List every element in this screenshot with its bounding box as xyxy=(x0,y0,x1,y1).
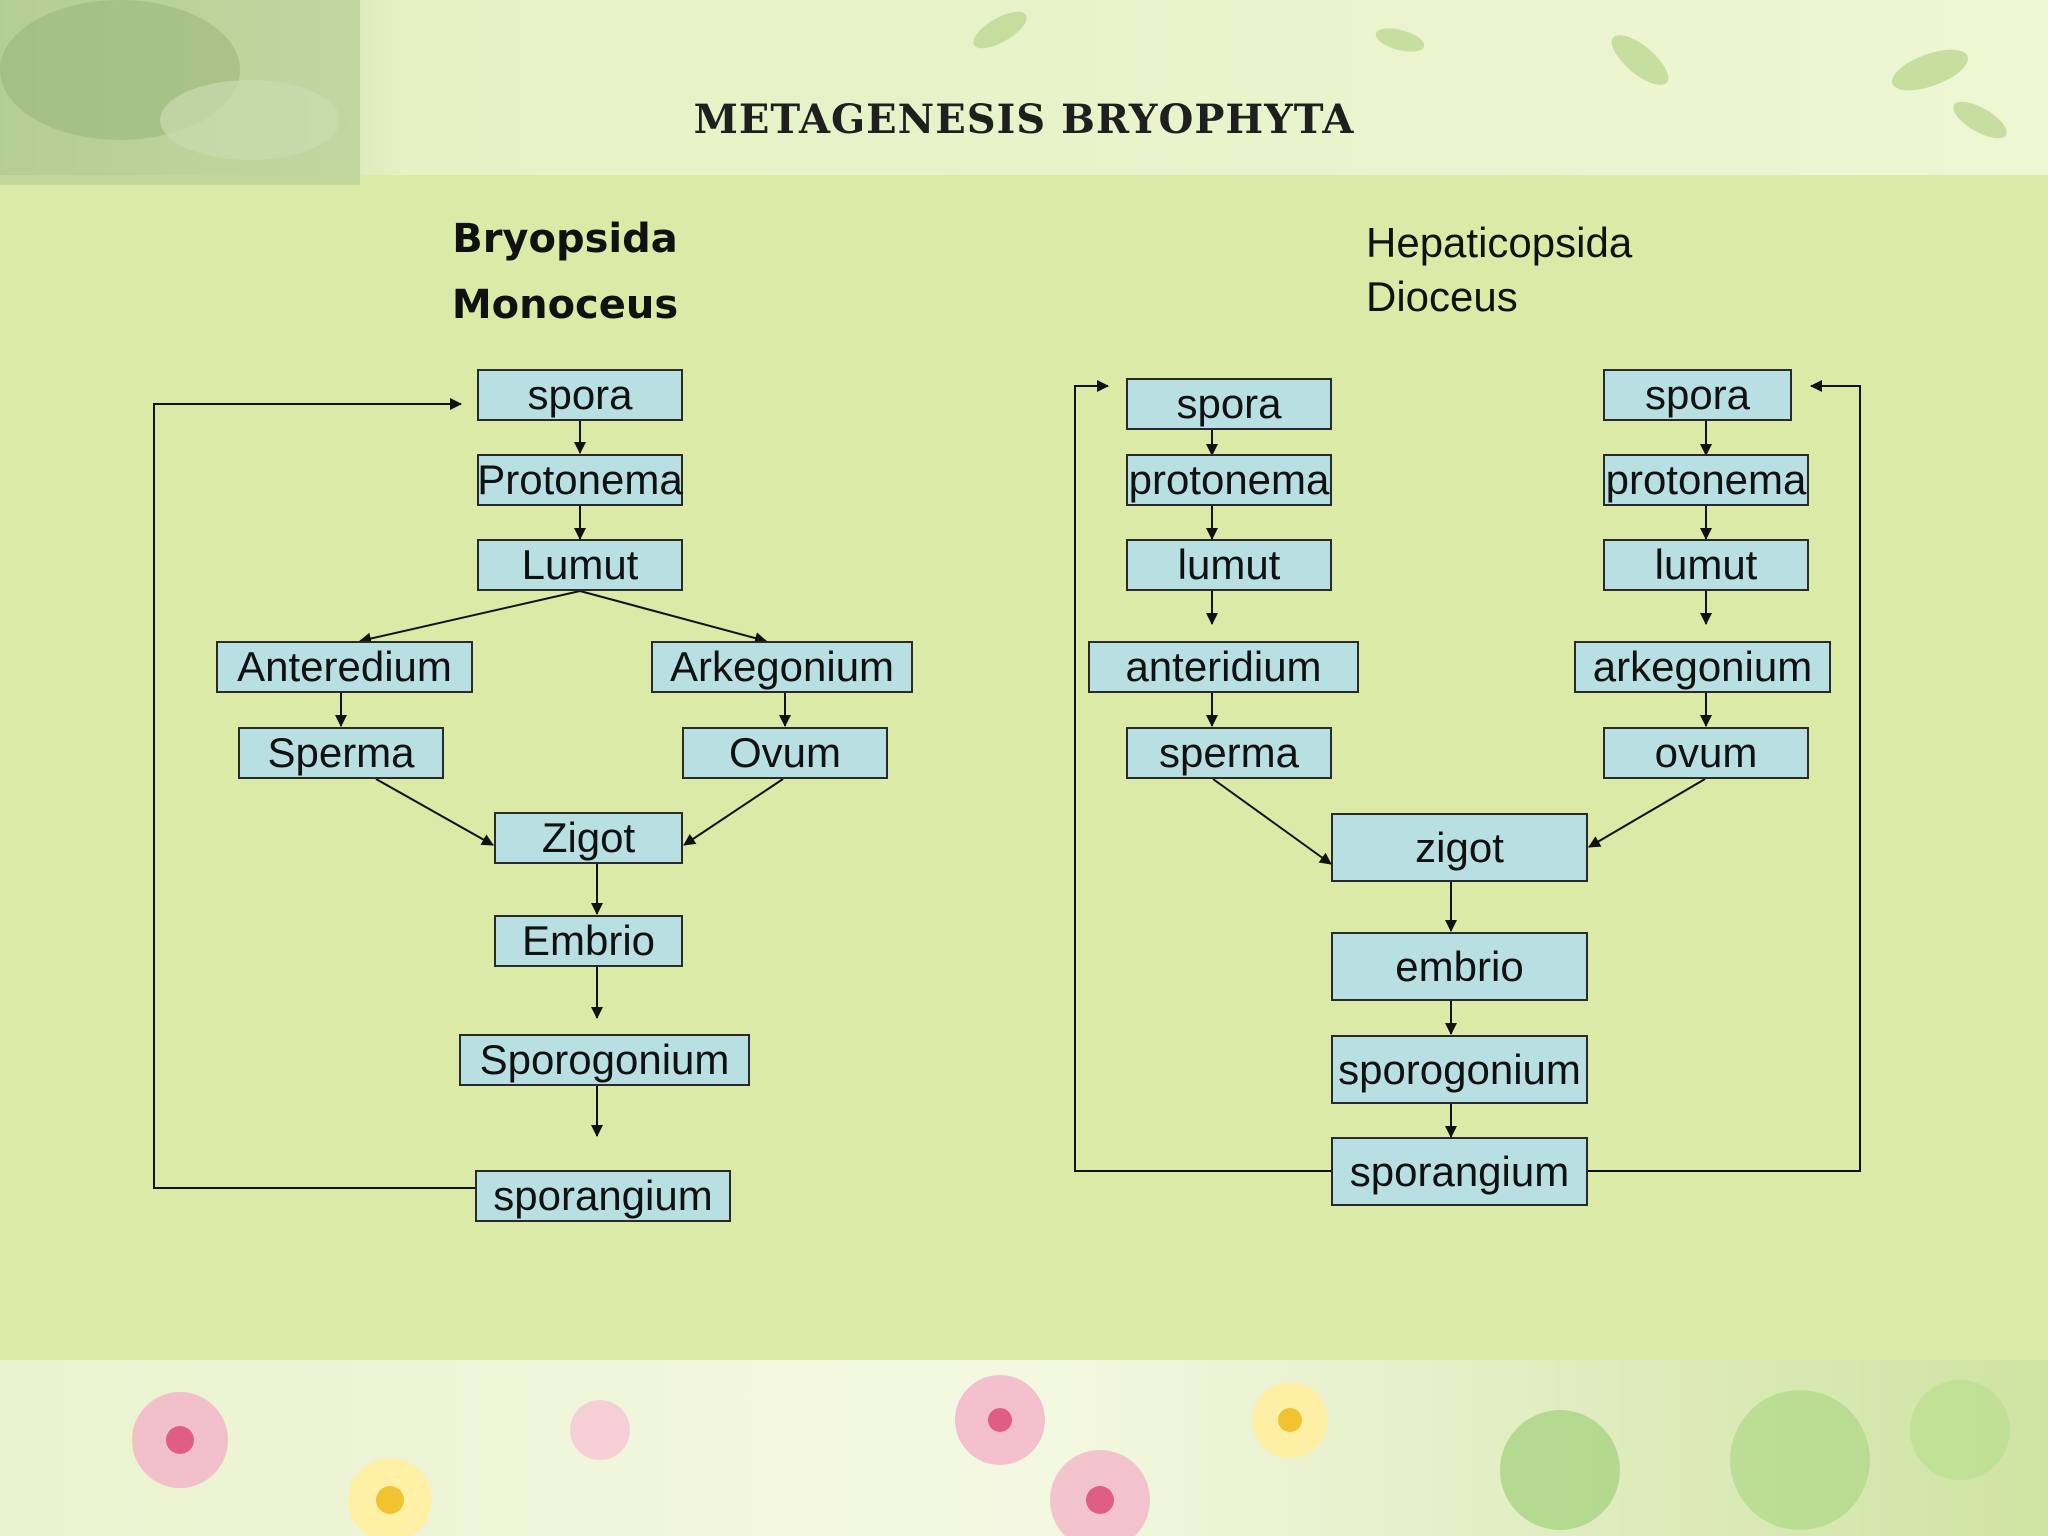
right-zigot-box: zigot xyxy=(1331,813,1588,882)
arrow-sperma-zigot xyxy=(375,778,494,846)
left-lumut-box: Lumut xyxy=(477,539,683,591)
left-protonema-box: Protonema xyxy=(477,454,683,506)
loop-sporangium-spora-left xyxy=(153,398,475,1189)
arrow-lumut-anteridium xyxy=(359,590,581,645)
slide-title: METAGENESIS BRYOPHYTA xyxy=(693,96,1355,143)
right-type-heading: Dioceus xyxy=(1366,273,1518,320)
left-anteridium-box: Anteredium xyxy=(216,641,473,693)
arrow-sperma-zigot-right xyxy=(1212,778,1332,865)
right-lumut-female-box: lumut xyxy=(1603,539,1809,591)
right-sporangium-box: sporangium xyxy=(1331,1137,1588,1206)
right-embrio-box: embrio xyxy=(1331,932,1588,1001)
left-type-heading: Monoceus xyxy=(451,282,679,328)
left-sporangium-box: sporangium xyxy=(475,1170,731,1222)
left-sporogonium-box: Sporogonium xyxy=(459,1034,750,1086)
left-sperma-box: Sperma xyxy=(238,727,444,779)
right-protonema-male-box: protonema xyxy=(1126,454,1332,506)
flower-decoration xyxy=(132,1375,2010,1536)
left-class-heading: Bryopsida xyxy=(452,216,678,262)
left-arkegonium-box: Arkegonium xyxy=(651,641,913,693)
right-sporogonium-box: sporogonium xyxy=(1331,1035,1588,1104)
right-protonema-female-box: protonema xyxy=(1603,454,1809,506)
arrow-ovum-zigot xyxy=(683,778,784,846)
arrow-lumut-arkegonium xyxy=(579,590,767,644)
right-arkegonium-box: arkegonium xyxy=(1574,641,1831,693)
right-lumut-male-box: lumut xyxy=(1126,539,1332,591)
left-spora-box: spora xyxy=(477,369,683,421)
right-class-heading: Hepaticopsida xyxy=(1366,219,1633,266)
left-zigot-box: Zigot xyxy=(494,812,683,864)
right-anteridium-box: anteridium xyxy=(1088,641,1359,693)
leaf-decoration xyxy=(973,11,2007,139)
right-ovum-box: ovum xyxy=(1603,727,1809,779)
left-ovum-box: Ovum xyxy=(682,727,888,779)
right-spora-female-box: spora xyxy=(1603,369,1792,421)
loop-sporangium-spora-male xyxy=(1074,380,1331,1172)
arrow-ovum-zigot-right xyxy=(1588,778,1706,848)
right-sperma-box: sperma xyxy=(1126,727,1332,779)
loop-sporangium-spora-female xyxy=(1587,380,1861,1172)
right-spora-male-box: spora xyxy=(1126,378,1332,430)
left-embrio-box: Embrio xyxy=(494,915,683,967)
